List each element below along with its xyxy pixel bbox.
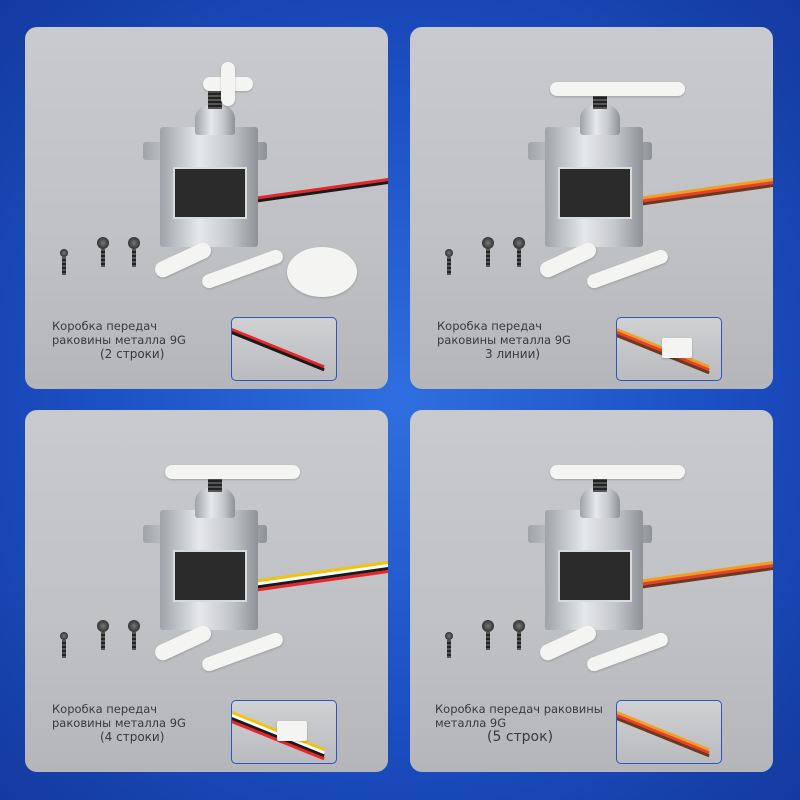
servo-shaft [208,91,222,109]
screw-thread [62,640,66,658]
caption-sub: (4 строки) [100,730,165,744]
caption: Коробка передач раковины металла 9G(5 ст… [435,702,620,744]
screw-icon [513,237,525,249]
screw-thread [486,632,490,650]
servo-top-cap [580,105,620,135]
screw-thread [62,257,66,275]
double-arm-horn [585,247,670,291]
screw-icon [128,620,140,632]
servo-label [173,167,247,219]
screw-icon [513,620,525,632]
caption-sub: 3 линии) [485,347,541,361]
servo-top-cap [195,488,235,518]
screw-icon [97,237,109,249]
round-disc-horn [287,247,357,297]
product-panel-4-wire: Коробка передач раковины металла 9G(4 ст… [25,410,388,772]
servo-arm-horn [165,465,300,479]
screw-thread [132,249,136,267]
screw-icon [482,620,494,632]
caption: Коробка передач раковины металла 9G(4 ст… [52,702,192,744]
caption-sub: (2 строки) [100,347,165,361]
closeup-wire [617,717,710,758]
screw-thread [447,640,451,658]
screw-icon [97,620,109,632]
cross-horn-icon [221,62,235,106]
screw-thread [447,257,451,275]
servo-wire [253,180,388,203]
screw-thread [517,249,521,267]
servo-label [558,550,632,602]
wire-closeup-inset [231,317,337,381]
double-arm-horn [200,630,285,674]
screw-icon [60,249,68,257]
screw-thread [101,249,105,267]
screw-thread [101,632,105,650]
screw-icon [482,237,494,249]
servo-arm-horn [550,465,685,479]
wire-closeup-inset [616,700,722,764]
closeup-wire [232,331,325,372]
screw-thread [517,632,521,650]
servo-label [558,167,632,219]
servo-top-cap [580,488,620,518]
servo-arm-horn [550,82,685,96]
screw-thread [486,249,490,267]
caption: Коробка передач раковины металла 9G(2 ст… [52,319,192,361]
screw-icon [445,632,453,640]
product-panel-5-wire: Коробка передач раковины металла 9G(5 ст… [410,410,773,772]
connector-plug [662,338,692,358]
screw-icon [60,632,68,640]
product-panel-2-wire: Коробка передач раковины металла 9G(2 ст… [25,27,388,389]
caption-main: Коробка передач раковины металла 9G [52,319,186,347]
wire-closeup-inset [231,700,337,764]
caption-sub: (5 строк) [487,729,554,745]
connector-plug [277,721,307,741]
caption-main: Коробка передач раковины металла 9G [52,702,186,730]
double-arm-horn [200,247,285,291]
caption-main: Коробка передач раковины металла 9G [435,702,603,730]
wire-closeup-inset [616,317,722,381]
screw-icon [128,237,140,249]
screw-icon [445,249,453,257]
screw-thread [132,632,136,650]
servo-top-cap [195,105,235,135]
servo-label [173,550,247,602]
caption-main: Коробка передач раковины металла 9G [437,319,571,347]
double-arm-horn [585,630,670,674]
